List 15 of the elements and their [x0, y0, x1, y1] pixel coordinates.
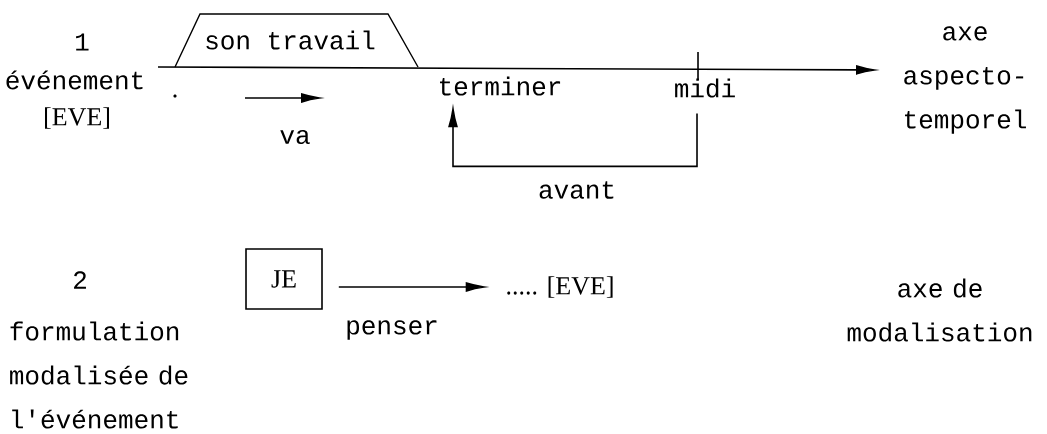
- text-label: 1: [76, 33, 89, 51]
- time-label: terminer: [440, 76, 561, 96]
- subject-box: JE: [245, 248, 323, 310]
- edge-label: penser: [347, 320, 437, 340]
- time-label: midi: [675, 78, 735, 98]
- section-label: formulation modalisée de l'événement: [10, 321, 188, 429]
- edge-label: avant: [539, 181, 614, 199]
- event-label: [EVE]: [45, 107, 109, 129]
- text-label: va: [280, 129, 310, 145]
- axis-label: axe aspecto- temporel: [904, 26, 1026, 134]
- trapezoid-box: son travail: [174, 13, 419, 68]
- axis-label: axe de modalisation: [847, 278, 1032, 342]
- text-label: 2: [74, 271, 86, 289]
- text-label: événement: [6, 70, 143, 90]
- event-label: ..... [EVE]: [507, 276, 613, 298]
